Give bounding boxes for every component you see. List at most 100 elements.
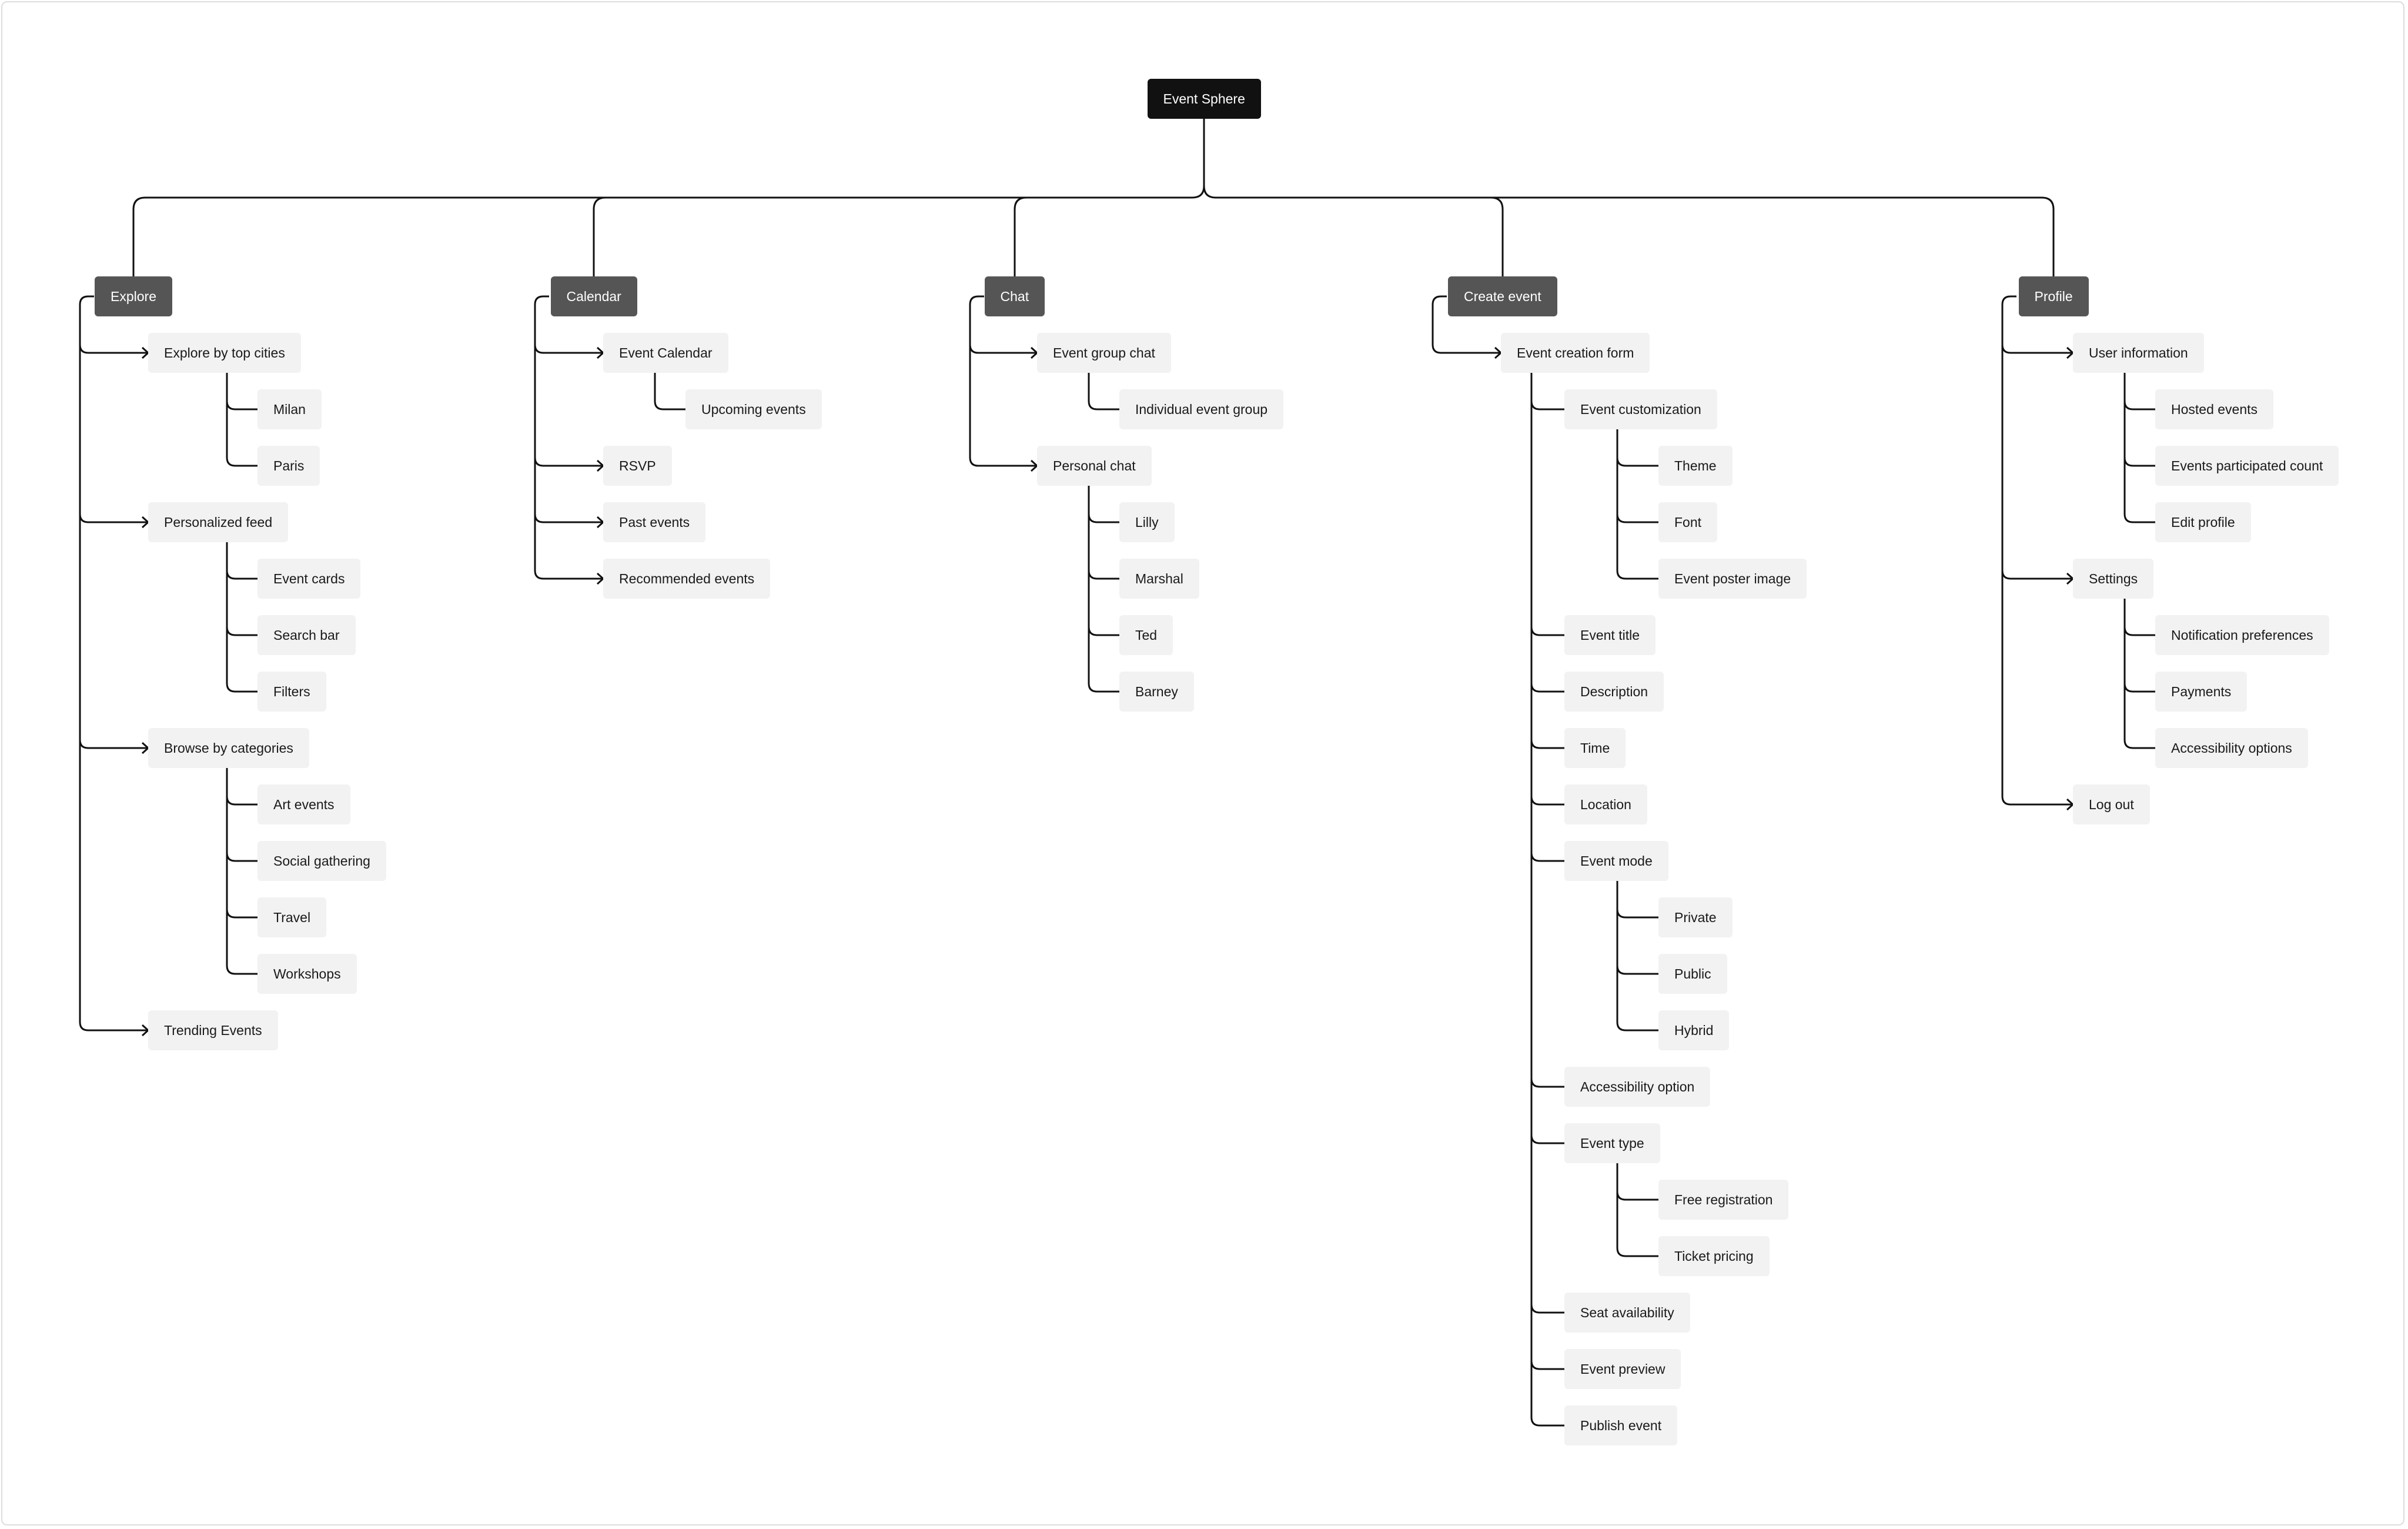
section-hook [79, 295, 94, 305]
connector-line [1530, 373, 1564, 1427]
section-hook [969, 295, 984, 305]
node-ticket-pricing: Ticket pricing [1658, 1236, 1770, 1276]
connector-line [1530, 1304, 1564, 1314]
connector-line [2001, 344, 2073, 354]
node-hosted-events: Hosted events [2155, 389, 2274, 429]
connector-line [1616, 909, 1658, 919]
node-notification-preferences: Notification preferences [2155, 615, 2329, 655]
connector-line [1616, 429, 1658, 580]
section-explore: Explore [95, 276, 172, 316]
connector-line [1616, 513, 1658, 523]
connector-line [226, 542, 257, 693]
node-event-preview: Event preview [1564, 1349, 1681, 1389]
node-filters: Filters [257, 672, 326, 712]
root-bus [132, 119, 1205, 276]
node-recommended-events: Recommended events [603, 559, 771, 599]
node-milan: Milan [257, 389, 322, 429]
connector-line [1088, 513, 1119, 523]
connector-line [1530, 400, 1564, 410]
root-event-sphere: Event Sphere [1147, 79, 1261, 119]
node-user-information: User information [2073, 333, 2204, 373]
connector-line [1088, 373, 1119, 410]
node-free-registration: Free registration [1658, 1180, 1789, 1220]
node-font: Font [1658, 502, 1718, 542]
connector-line [226, 852, 257, 862]
node-seat-availability: Seat availability [1564, 1293, 1690, 1333]
node-personalized-feed: Personalized feed [148, 502, 289, 542]
node-search-bar: Search bar [257, 615, 356, 655]
node-explore-by-top-cities: Explore by top cities [148, 333, 301, 373]
connector-line [969, 344, 1037, 354]
node-barney: Barney [1119, 672, 1194, 712]
node-accessibility-options: Accessibility options [2155, 728, 2308, 768]
connector-line [79, 305, 148, 1031]
node-browse-by-categories: Browse by categories [148, 728, 309, 768]
connector-line [2123, 626, 2155, 636]
node-public: Public [1658, 954, 1727, 994]
connector-line [1530, 1078, 1564, 1088]
node-upcoming-events: Upcoming events [685, 389, 822, 429]
node-social-gathering: Social gathering [257, 841, 386, 881]
node-event-title: Event title [1564, 615, 1656, 655]
node-event-mode: Event mode [1564, 841, 1668, 881]
node-event-poster-image: Event poster image [1658, 559, 1807, 599]
node-theme: Theme [1658, 446, 1733, 486]
section-create-event: Create event [1448, 276, 1557, 316]
node-trending-events: Trending Events [148, 1010, 278, 1050]
node-location: Location [1564, 784, 1647, 824]
connector-line [969, 305, 1037, 467]
node-event-creation-form: Event creation form [1501, 333, 1650, 373]
connector-line [2123, 599, 2155, 749]
node-paris: Paris [257, 446, 320, 486]
node-hybrid: Hybrid [1658, 1010, 1730, 1050]
node-personal-chat: Personal chat [1037, 446, 1152, 486]
root-bus-drop [1014, 196, 1027, 276]
connector-line [534, 457, 603, 467]
connector-line [654, 373, 685, 410]
node-ted: Ted [1119, 615, 1173, 655]
connector-line [2001, 305, 2073, 806]
connector-line [1616, 457, 1658, 467]
connector-line [534, 305, 603, 580]
section-hook [1432, 295, 1447, 305]
connector-line [2123, 457, 2155, 467]
node-past-events: Past events [603, 502, 706, 542]
connector-line [1530, 626, 1564, 636]
root-bus-drop [593, 196, 606, 276]
root-bus [1203, 185, 2055, 276]
section-profile: Profile [2018, 276, 2089, 316]
connector-line [1088, 486, 1119, 693]
node-event-group-chat: Event group chat [1037, 333, 1171, 373]
node-publish-event: Publish event [1564, 1406, 1678, 1445]
node-log-out: Log out [2073, 784, 2150, 824]
node-event-type: Event type [1564, 1123, 1660, 1163]
connector-line [1530, 739, 1564, 749]
connector-line [79, 739, 148, 749]
node-art-events: Art events [257, 784, 350, 824]
connector-line [1530, 683, 1564, 693]
connector-line [1616, 965, 1658, 975]
node-accessibility-option: Accessibility option [1564, 1067, 1711, 1107]
node-individual-event-group: Individual event group [1119, 389, 1284, 429]
connector-line [1432, 305, 1501, 354]
connector-line [1616, 1163, 1658, 1257]
node-private: Private [1658, 897, 1733, 937]
connector-line [226, 626, 257, 636]
connector-line [226, 570, 257, 580]
connector-line [2123, 373, 2155, 523]
connector-line [1530, 1360, 1564, 1370]
node-event-calendar: Event Calendar [603, 333, 728, 373]
connector-line [226, 768, 257, 975]
connector-line [1530, 1134, 1564, 1144]
section-chat: Chat [984, 276, 1045, 316]
connector-line [1088, 626, 1119, 636]
node-event-cards: Event cards [257, 559, 361, 599]
connector-line [2001, 570, 2073, 580]
connector-line [226, 373, 257, 467]
node-events-participated-count: Events participated count [2155, 446, 2339, 486]
node-travel: Travel [257, 897, 327, 937]
node-event-customization: Event customization [1564, 389, 1717, 429]
node-description: Description [1564, 672, 1664, 712]
